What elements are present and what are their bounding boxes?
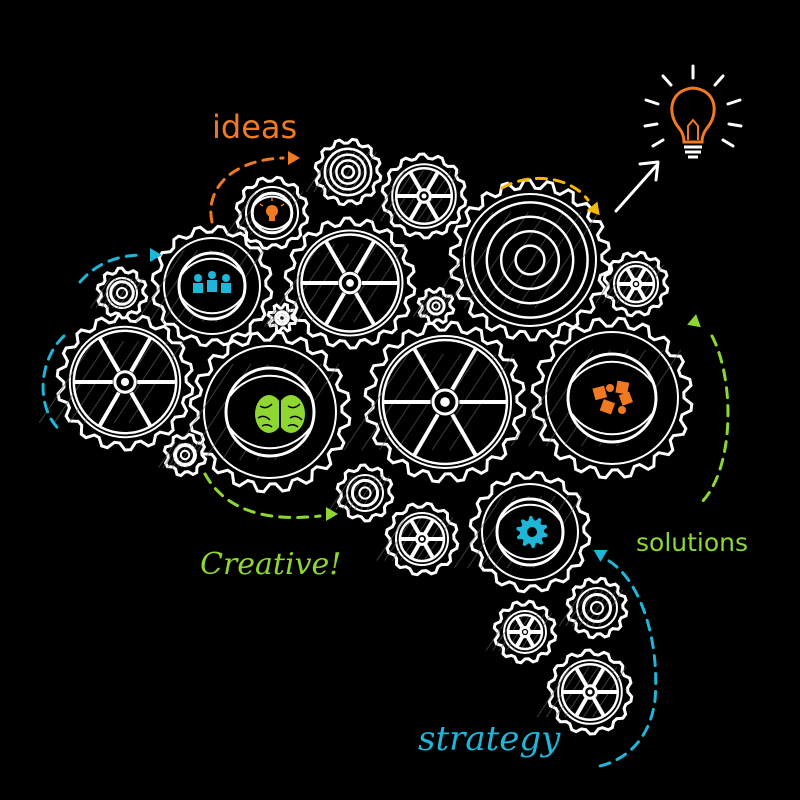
gear bbox=[343, 320, 527, 484]
gear bbox=[158, 432, 208, 478]
gear bbox=[306, 137, 383, 207]
gear bbox=[38, 312, 195, 452]
dashed-arrows bbox=[41, 151, 730, 768]
gear bbox=[510, 316, 694, 480]
gear bbox=[595, 250, 670, 318]
gear-icon bbox=[516, 516, 548, 548]
gear bbox=[329, 463, 395, 523]
lightbulb-icon bbox=[643, 64, 743, 159]
people-icon bbox=[193, 271, 231, 293]
gear bbox=[267, 216, 417, 350]
gear bbox=[412, 286, 456, 326]
puzzle-icon bbox=[592, 380, 633, 415]
solutions-label: solutions bbox=[636, 528, 748, 557]
gear bbox=[485, 599, 558, 665]
gear bbox=[90, 266, 149, 320]
gear bbox=[370, 152, 468, 240]
creative-label: Creative! bbox=[200, 547, 341, 582]
ideas-label: ideas bbox=[212, 108, 297, 146]
brain-icon bbox=[255, 395, 305, 434]
small-bulb-icon bbox=[259, 198, 285, 221]
gear bbox=[376, 501, 460, 577]
gear bbox=[428, 178, 612, 342]
gear bbox=[558, 576, 629, 640]
strategy-label: strategy bbox=[418, 719, 561, 759]
gear bbox=[263, 302, 298, 334]
gear bbox=[536, 648, 634, 736]
gear-cluster bbox=[38, 137, 694, 736]
